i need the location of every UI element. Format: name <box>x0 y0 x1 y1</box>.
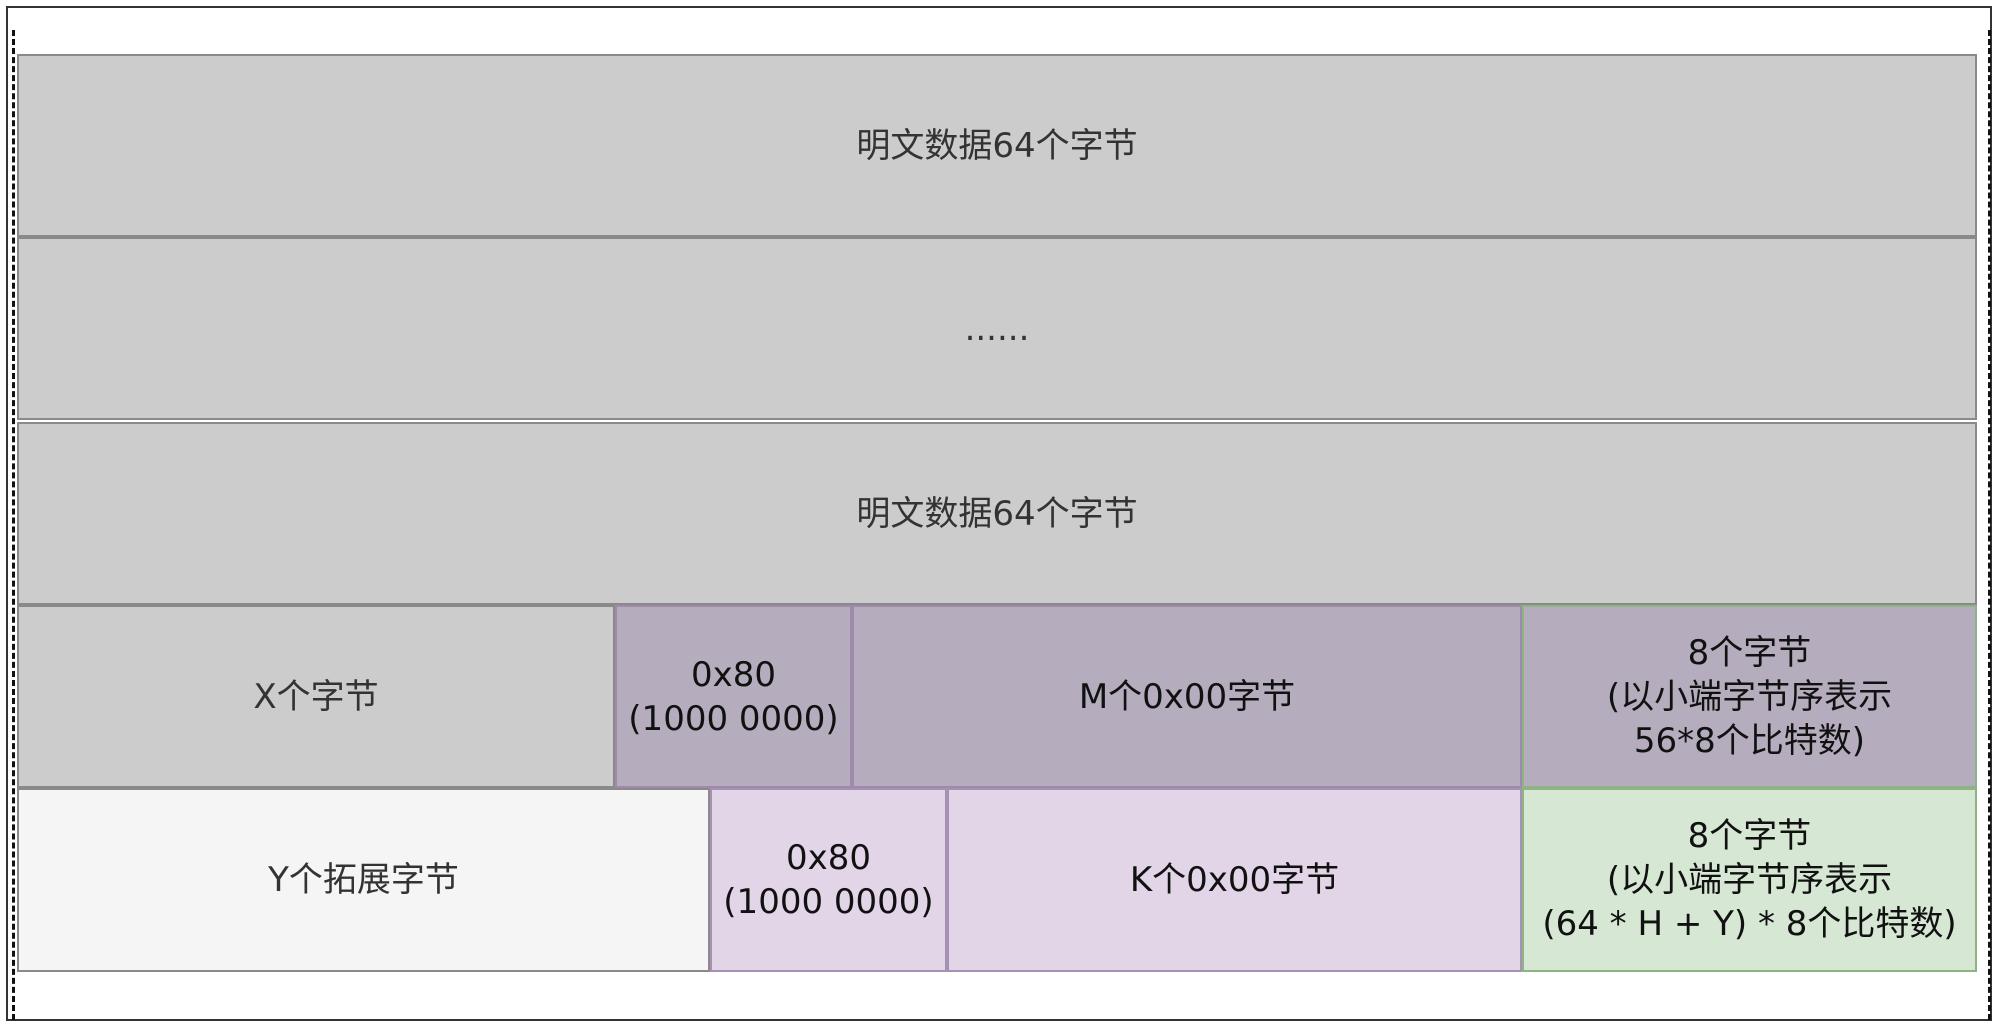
zero-padding-m-bytes: M个0x00字节 <box>852 605 1522 788</box>
outer-frame <box>6 6 1992 1021</box>
left-dashed-line <box>12 30 15 1020</box>
zero-padding-k-bytes: K个0x00字节 <box>947 788 1522 972</box>
length-field-8-bytes: 8个字节 (以小端字节序表示 56*8个比特数) <box>1522 605 1977 788</box>
plaintext-ellipsis-block: ...... <box>17 237 1977 420</box>
plaintext-block-last: 明文数据64个字节 <box>17 422 1977 605</box>
right-dashed-line <box>1988 30 1991 1020</box>
extension-padding-0x80-byte: 0x80 (1000 0000) <box>710 788 947 972</box>
extension-length-field-8-bytes: 8个字节 (以小端字节序表示 (64 * H + Y) * 8个比特数) <box>1522 788 1977 972</box>
plaintext-block-first: 明文数据64个字节 <box>17 54 1977 237</box>
extension-y-bytes: Y个拓展字节 <box>17 788 710 972</box>
padding-0x80-byte: 0x80 (1000 0000) <box>615 605 852 788</box>
remaining-x-bytes: X个字节 <box>17 605 615 788</box>
